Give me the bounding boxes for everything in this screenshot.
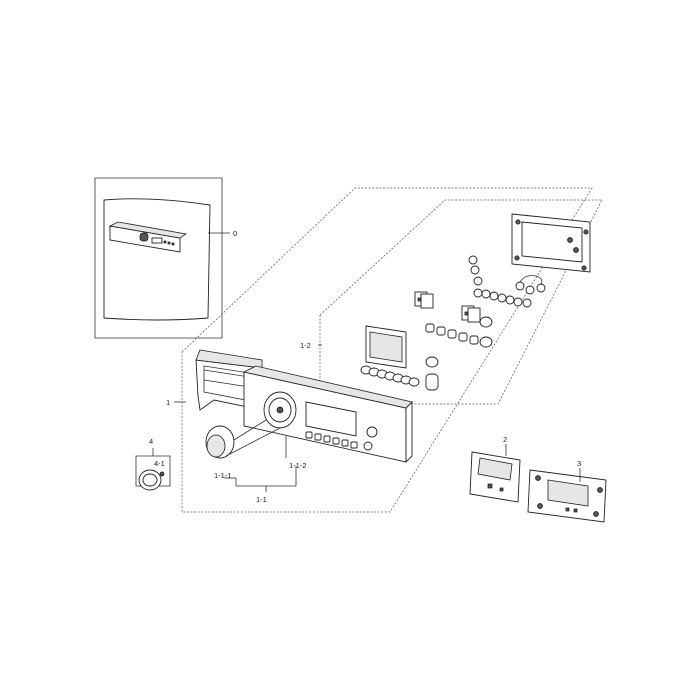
label-main-pcb: 3: [577, 459, 581, 468]
label-button-kit: 1-2: [300, 341, 311, 350]
assembly-panel-thumbnail: [108, 221, 188, 253]
control-panel-boundary: [181, 187, 593, 513]
label-control-panel: 1: [166, 398, 170, 407]
button-kit-parts: [360, 213, 591, 391]
knob-group: 4 4-1: [135, 437, 171, 491]
assembly-overview-group: 0: [94, 177, 237, 339]
label-knob-cap: 4-1: [154, 459, 165, 468]
sub-pcb: 2: [469, 435, 521, 503]
label-frame: 1-1-2: [289, 461, 307, 470]
button-kit-boundary: [319, 199, 603, 405]
cabinet-outline: [103, 198, 211, 321]
label-assembly: 0: [233, 229, 237, 238]
main-pcb: 3: [527, 459, 607, 523]
panel-cap: [205, 419, 281, 459]
label-knob: 4: [149, 437, 153, 446]
label-sub-pcb: 2: [503, 435, 507, 444]
label-sub-panel: 1-1: [256, 495, 267, 504]
control-panel: [195, 349, 413, 464]
label-cap: 1-1-1: [214, 471, 232, 480]
